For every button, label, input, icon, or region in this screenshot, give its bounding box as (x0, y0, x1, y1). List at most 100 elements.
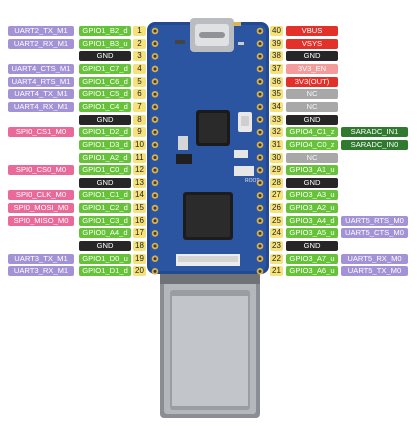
left-gpio-label: GPIO1_C6_d (79, 76, 131, 87)
right-func-label: UART5_RTS_M0 (341, 215, 408, 226)
pin-number: 31 (270, 139, 283, 150)
left-func-label: UART3_RX_M1 (8, 266, 74, 277)
pin-number: 11 (133, 152, 146, 163)
pin-number: 4 (133, 63, 146, 74)
pin-number: 18 (133, 241, 146, 252)
pin-number: 36 (270, 76, 283, 87)
right-gpio-label: GPIO3_A1_u (286, 165, 338, 176)
nc-label: NC (286, 89, 338, 100)
pin-number: 28 (270, 177, 283, 188)
boot-button (238, 112, 252, 132)
right-gpio-label: GPIO3_A4_d (286, 215, 338, 226)
gnd-label: GND (286, 241, 338, 252)
left-func-label: SPI0_MISO_M0 (8, 215, 74, 226)
left-func-label: UART4_RTS_M1 (8, 76, 74, 87)
pin-number: 32 (270, 127, 283, 138)
pin-number: 23 (270, 241, 283, 252)
left-func-label: UART4_CTS_M1 (8, 63, 74, 74)
pin-number: 3 (133, 51, 146, 62)
right-gpio-label: GPIO4_C1_z (286, 127, 338, 138)
left-gpio-label: GPIO1_C1_d (79, 190, 131, 201)
right-gpio-label: GPIO3_A7_u (286, 253, 338, 264)
pin-number: 1 (133, 26, 146, 36)
right-func-label: UART5_CTS_M0 (341, 228, 408, 239)
left-gpio-label: GPIO1_C0_d (79, 165, 131, 176)
pin-number: 30 (270, 152, 283, 163)
pin-number: 12 (133, 165, 146, 176)
pin-number: 22 (270, 253, 283, 264)
left-func-label: UART2_RX_M1 (8, 38, 74, 49)
gnd-label: GND (286, 177, 338, 188)
pin-number: 6 (133, 89, 146, 100)
pin-number: 7 (133, 101, 146, 112)
left-func-label: UART2_TX_M1 (8, 26, 74, 36)
pin-number: 10 (133, 139, 146, 150)
left-gpio-label: GPIO1_B2_d (79, 26, 131, 36)
left-gpio-label: GPIO1_D2_d (79, 127, 131, 138)
nc-label: NC (286, 101, 338, 112)
right-func-label: SARADC_IN1 (341, 127, 408, 138)
left-gpio-label: GPIO1_D1_d (79, 266, 131, 277)
left-gpio-label: GPIO1_C2_d (79, 203, 131, 214)
pin-number: 35 (270, 89, 283, 100)
pin-number: 8 (133, 114, 146, 125)
pin-number: 25 (270, 215, 283, 226)
pin-number: 16 (133, 215, 146, 226)
left-gpio-label: GPIO1_B3_u (79, 38, 131, 49)
left-gpio-label: GPIO0_A4_d (79, 228, 131, 239)
root-silkscreen: ROOT (245, 178, 259, 184)
left-func-label: UART4_TX_M1 (8, 89, 74, 100)
pin-number: 37 (270, 63, 283, 74)
left-func-label: SPI0_CS1_M0 (8, 127, 74, 138)
left-gpio-label: GPIO1_C5_d (79, 89, 131, 100)
ethernet-port (160, 268, 260, 418)
power-label: 3V3_EN (286, 63, 338, 74)
gnd-label: GND (79, 51, 131, 62)
pin-number: 9 (133, 127, 146, 138)
usb-c-connector (190, 18, 234, 52)
right-gpio-label: GPIO4_C0_z (286, 139, 338, 150)
left-gpio-label: GPIO1_C7_d (79, 63, 131, 74)
pin-number: 17 (133, 228, 146, 239)
pin-number: 20 (133, 266, 146, 277)
pin-number: 27 (270, 190, 283, 201)
left-gpio-label: GPIO1_C3_d (79, 215, 131, 226)
left-func-label: SPI0_CS0_M0 (8, 165, 74, 176)
gnd-label: GND (79, 177, 131, 188)
nc-label: NC (286, 152, 338, 163)
right-gpio-label: GPIO3_A5_u (286, 228, 338, 239)
gnd-label: GND (286, 51, 338, 62)
pin-number: 14 (133, 190, 146, 201)
pin-number: 13 (133, 177, 146, 188)
gnd-label: GND (286, 114, 338, 125)
power-label: VSYS (286, 38, 338, 49)
right-gpio-label: GPIO3_A6_u (286, 266, 338, 277)
right-func-label: SARADC_IN0 (341, 139, 408, 150)
pin-number: 40 (270, 26, 283, 36)
left-func-label: SPI0_MOSI_M0 (8, 203, 74, 214)
right-gpio-label: GPIO3_A3_u (286, 190, 338, 201)
pin-number: 34 (270, 101, 283, 112)
pin-number: 29 (270, 165, 283, 176)
pin-number: 26 (270, 203, 283, 214)
right-gpio-label: GPIO3_A2_u (286, 203, 338, 214)
power-label: VBUS (286, 26, 338, 36)
right-func-label: UART5_TX_M0 (341, 266, 408, 277)
left-func-label: UART4_RX_M1 (8, 101, 74, 112)
left-gpio-label: GPIO1_A2_d (79, 152, 131, 163)
pin-number: 2 (133, 38, 146, 49)
pin-number: 39 (270, 38, 283, 49)
pin-number: 5 (133, 76, 146, 87)
pin-number: 21 (270, 266, 283, 277)
pin-number: 15 (133, 203, 146, 214)
left-func-label: UART3_TX_M1 (8, 253, 74, 264)
left-func-label: SPI0_CLK_M0 (8, 190, 74, 201)
pin-number: 33 (270, 114, 283, 125)
left-gpio-label: GPIO1_D0_u (79, 253, 131, 264)
right-func-label: UART5_RX_M0 (341, 253, 408, 264)
left-gpio-label: GPIO1_D3_d (79, 139, 131, 150)
gnd-label: GND (79, 114, 131, 125)
gnd-label: GND (79, 241, 131, 252)
pin-number: 19 (133, 253, 146, 264)
